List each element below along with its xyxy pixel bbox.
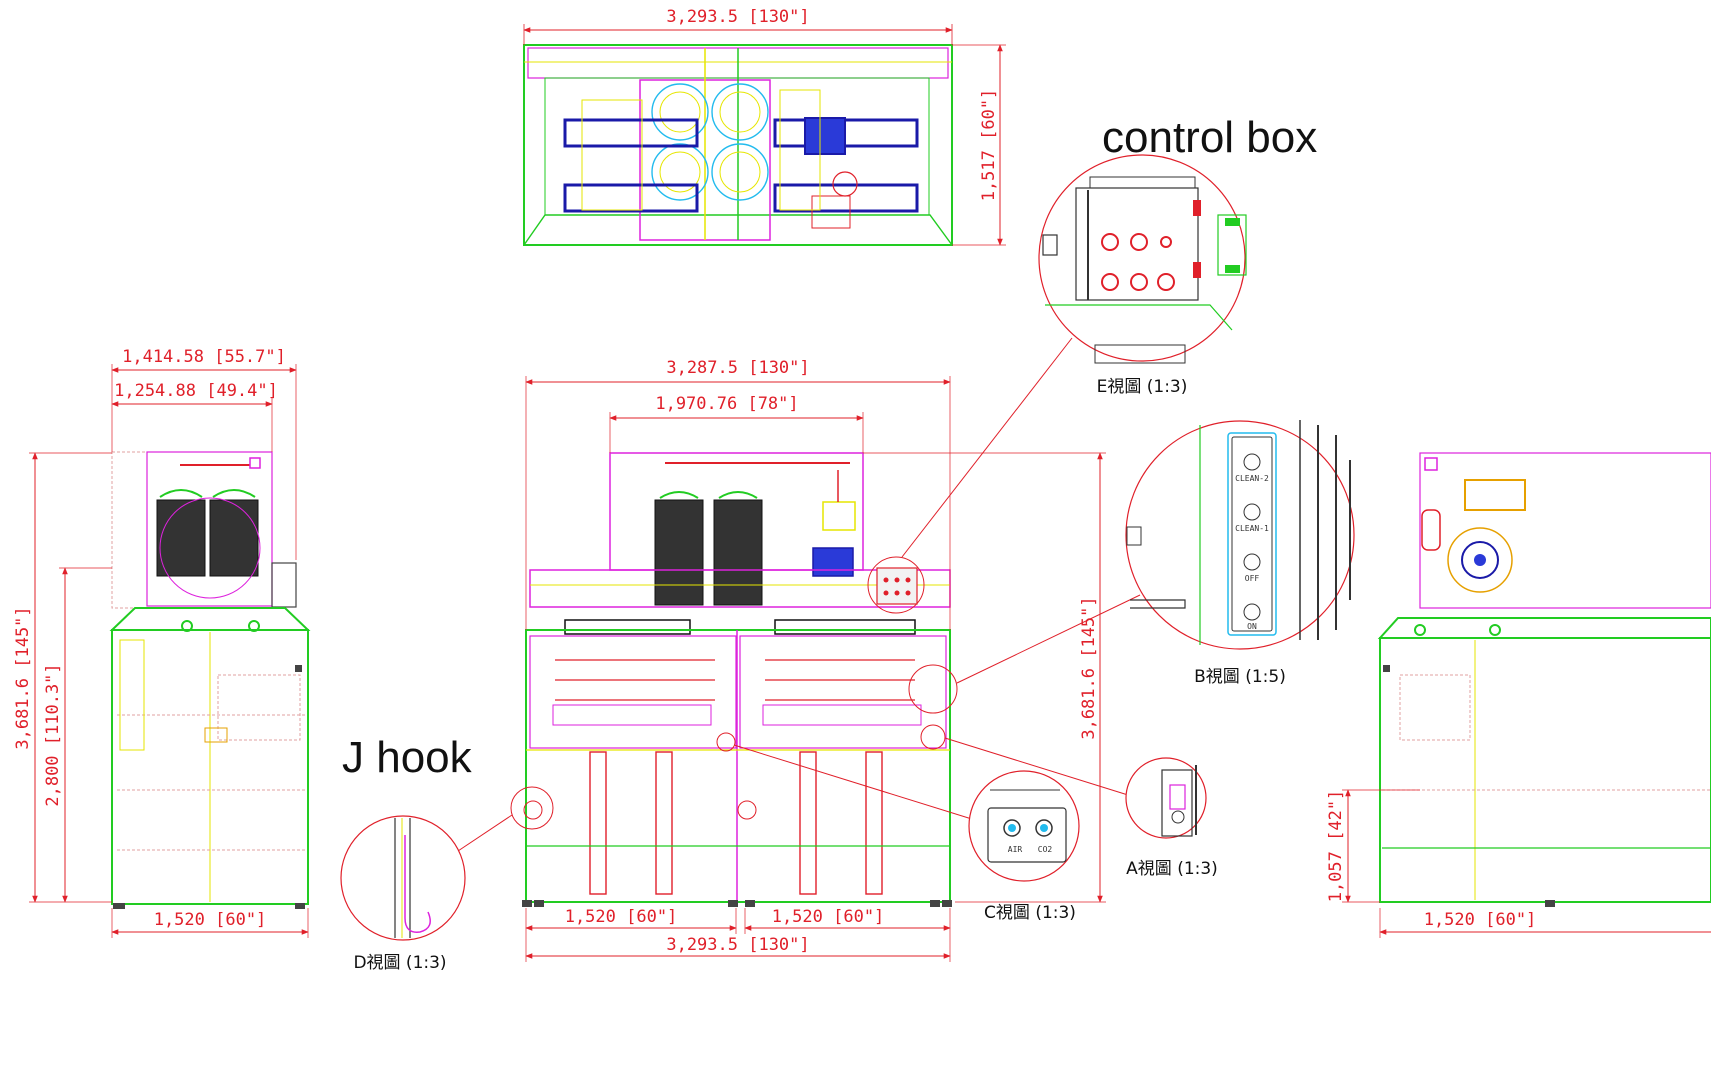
detail-a-caption: A視圖 (1:3)	[1126, 859, 1218, 879]
on-label: ON	[1247, 622, 1257, 631]
side-lower-height: 2,800 [110.3"]	[43, 663, 63, 806]
front-upper-width: 1,970.76 [78"]	[655, 394, 798, 414]
front-height-dimension: 3,681.6 [145"]	[1079, 596, 1099, 739]
clean-1-label: CLEAN-1	[1235, 524, 1269, 533]
air-port-label: AIR	[1008, 845, 1023, 854]
right-base-width: 1,520 [60"]	[1424, 910, 1537, 930]
top-depth-dimension: 1,517 [60"]	[979, 89, 999, 202]
clean-2-label: CLEAN-2	[1235, 474, 1269, 483]
co2-port-label: CO2	[1038, 845, 1053, 854]
detail-c-view: AIR CO2 C視圖 (1:3)	[968, 770, 1080, 923]
detail-c-caption: C視圖 (1:3)	[984, 903, 1076, 923]
side-top-width-outer: 1,414.58 [55.7"]	[122, 347, 286, 367]
front-overall-width-top: 3,287.5 [130"]	[666, 358, 809, 378]
right-height-dimension: 1,057 [42"]	[1326, 790, 1346, 903]
front-bay-left-width: 1,520 [60"]	[565, 907, 678, 927]
clean-1-button-icon	[1243, 503, 1261, 521]
side-view: 1,414.58 [55.7"] 1,254.88 [49.4"] 3,681.…	[13, 347, 311, 938]
side-top-width-inner: 1,254.88 [49.4"]	[114, 381, 278, 401]
detail-a-view: A視圖 (1:3)	[1125, 757, 1218, 879]
on-button-icon	[1243, 603, 1261, 621]
air-port-icon	[1003, 819, 1021, 837]
side-total-height: 3,681.6 [145"]	[13, 606, 33, 749]
front-bay-right-width: 1,520 [60"]	[772, 907, 885, 927]
detail-d-view: D視圖 (1:3)	[340, 815, 466, 973]
detail-b-caption: B視圖 (1:5)	[1194, 667, 1286, 687]
top-width-dimension: 3,293.5 [130"]	[666, 7, 809, 27]
front-view: 3,287.5 [130"] 1,970.76 [78"] 3,681.6 [1…	[454, 337, 1141, 962]
off-label: OFF	[1245, 574, 1260, 583]
front-overall-width-bottom: 3,293.5 [130"]	[666, 935, 809, 955]
j-hook-icon	[404, 835, 431, 933]
side-base-width: 1,520 [60"]	[154, 910, 267, 930]
detail-e-caption: E視圖 (1:3)	[1097, 377, 1188, 397]
right-view: 1,057 [42"] 1,520 [60"]	[1326, 452, 1711, 938]
co2-port-icon	[1035, 819, 1053, 837]
clean-2-button-icon	[1243, 453, 1261, 471]
off-button-icon	[1243, 553, 1261, 571]
detail-d-caption: D視圖 (1:3)	[353, 953, 446, 973]
control-box-label: control box	[1102, 113, 1317, 162]
top-view: 3,293.5 [130"] 1,517 [60"]	[523, 7, 1006, 246]
detail-b-view: CLEAN-2 CLEAN-1 OFF ON B視圖 (1:5)	[1125, 420, 1355, 687]
j-hook-label: J hook	[342, 733, 473, 782]
detail-e-view: E視圖 (1:3)	[1038, 154, 1247, 397]
